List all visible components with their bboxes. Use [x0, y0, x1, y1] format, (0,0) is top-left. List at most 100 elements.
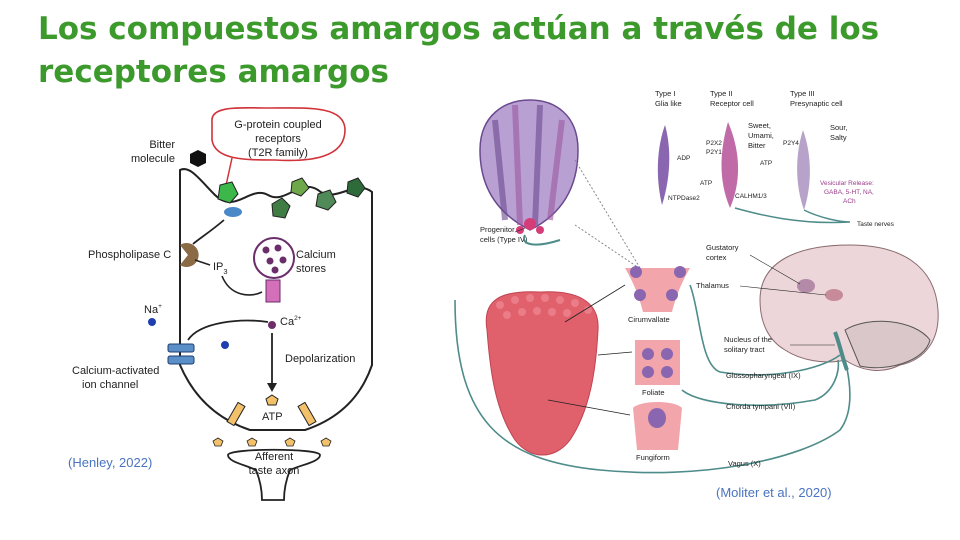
arrow-depolarization-head [267, 383, 277, 392]
ip3-receptor [265, 279, 281, 303]
thalamus [825, 289, 843, 301]
title-line-2: receptores amargos [38, 54, 389, 90]
tongue [485, 291, 599, 456]
bud-nerve [523, 234, 561, 246]
type2-b: Receptor cell [710, 99, 754, 108]
calcium-stores-1: Calcium [296, 249, 336, 261]
type3-a: Type III [790, 89, 815, 98]
nerve-vagus [454, 299, 851, 474]
receptor-4 [315, 189, 337, 211]
sour: Sour, [830, 123, 848, 132]
arrow-receptor-plc [192, 219, 225, 245]
ip3-label: IP3 [213, 261, 228, 276]
bitter-molecule-hexagon [190, 150, 206, 167]
gpcr-line-3: (T2R family) [248, 147, 308, 159]
receptor-active [217, 181, 239, 204]
nucleus-2: solitary tract [724, 345, 765, 354]
ion-channel-bottom [167, 355, 195, 365]
vagus-label: Vagus (X) [728, 459, 761, 468]
sweet: Sweet, [748, 121, 771, 130]
afferent-axon [227, 448, 321, 501]
thalamus-label: Thalamus [696, 281, 729, 290]
channel-label-1: Calcium-activated [72, 365, 159, 377]
atp-molecule [265, 394, 279, 406]
atp-right-b: ATP [760, 160, 772, 167]
receptor-5 [346, 177, 366, 198]
ntpdase: NTPDase2 [668, 195, 700, 202]
arrow-ip3-store [221, 275, 263, 296]
type3-cell [797, 130, 810, 210]
phospholipase-shape [180, 243, 199, 267]
p2x2: P2X2 [706, 140, 722, 147]
bitter: Bitter [748, 141, 766, 150]
g-protein [224, 207, 242, 217]
type1-cell [657, 125, 670, 205]
fungiform-papilla [633, 402, 682, 450]
citation-henley: (Henley, 2022) [68, 455, 153, 470]
vesicular-3: ACh [843, 198, 856, 205]
atp-channel-left [226, 401, 246, 427]
pointer-thalamus [739, 285, 827, 296]
cerebellum [844, 320, 931, 369]
type2-cell [721, 122, 739, 208]
channel-label-2: ion channel [82, 379, 138, 391]
depolarization-label: Depolarization [285, 353, 355, 365]
axon-label-2: taste axon [249, 465, 300, 477]
progenitor-2: cells (Type IV) [480, 235, 528, 244]
type1-b: Glia like [655, 99, 682, 108]
receptor-2 [271, 197, 291, 219]
gpcr-line-1: G-protein coupled [234, 119, 321, 131]
umami: Umami, [748, 131, 774, 140]
axon-label-1: Afferent [255, 451, 293, 463]
ca-ion [268, 321, 276, 329]
nucleus-1: Nucleus of the [724, 335, 772, 344]
type3-b: Presynaptic cell [790, 99, 843, 108]
foliate-papilla [635, 340, 680, 385]
pointer-circumvallate [564, 284, 626, 323]
ion-channel-top [167, 343, 195, 353]
calcium-stores-2: stores [296, 263, 326, 275]
vesicular-2: GABA, 5-HT, NA, [824, 189, 874, 196]
title-line-1: Los compuestos amargos actúan a través d… [38, 11, 880, 47]
gustatory-2: cortex [706, 253, 727, 262]
type1-a: Type I [655, 89, 675, 98]
adp: ADP [677, 155, 690, 162]
taste-nerve-fibers [734, 207, 851, 224]
bitter-molecule-label-1: Bitter [149, 139, 175, 151]
atp-label: ATP [262, 411, 283, 423]
tongue-papillae [496, 294, 592, 319]
released-atp [212, 437, 332, 447]
zoom-line-1 [574, 159, 641, 269]
salty: Salty [830, 133, 847, 142]
gustatory-1: Gustatory [706, 243, 739, 252]
atp-channel-right [297, 401, 317, 427]
na-ion-inside [221, 341, 229, 349]
gustatory-cortex [797, 279, 815, 293]
gpcr-callout [211, 107, 346, 162]
calhm: CALHM1/3 [735, 193, 767, 200]
foliate-label: Foliate [642, 388, 665, 397]
fungiform-label: Fungiform [636, 453, 670, 462]
taste-nerves: Taste nerves [857, 221, 895, 228]
progenitor-1: Progenitor [480, 225, 515, 234]
type2-a: Type II [710, 89, 733, 98]
progenitor-pointer [514, 227, 526, 233]
bitter-molecule-label-2: molecule [131, 153, 175, 165]
circumvallate-label: Cirumvallate [628, 315, 670, 324]
receptor-3 [290, 177, 310, 197]
glosso-label: Glossopharyngeal (IX) [726, 371, 801, 380]
na-ion-outside [148, 318, 156, 326]
p2y4: P2Y4 [783, 140, 799, 147]
arrow-ca-channel [187, 319, 269, 341]
gpcr-line-2: receptors [255, 133, 301, 145]
p2y1: P2Y1 [706, 149, 722, 156]
nerve-chorda [681, 359, 840, 406]
ca-label: Ca2+ [280, 315, 302, 328]
calcium-dots [262, 244, 287, 274]
nerve-glossopharyngeal [689, 284, 841, 376]
taste-bud [479, 99, 579, 234]
pointer-fungiform [547, 399, 631, 416]
pointer-foliate [597, 351, 633, 356]
